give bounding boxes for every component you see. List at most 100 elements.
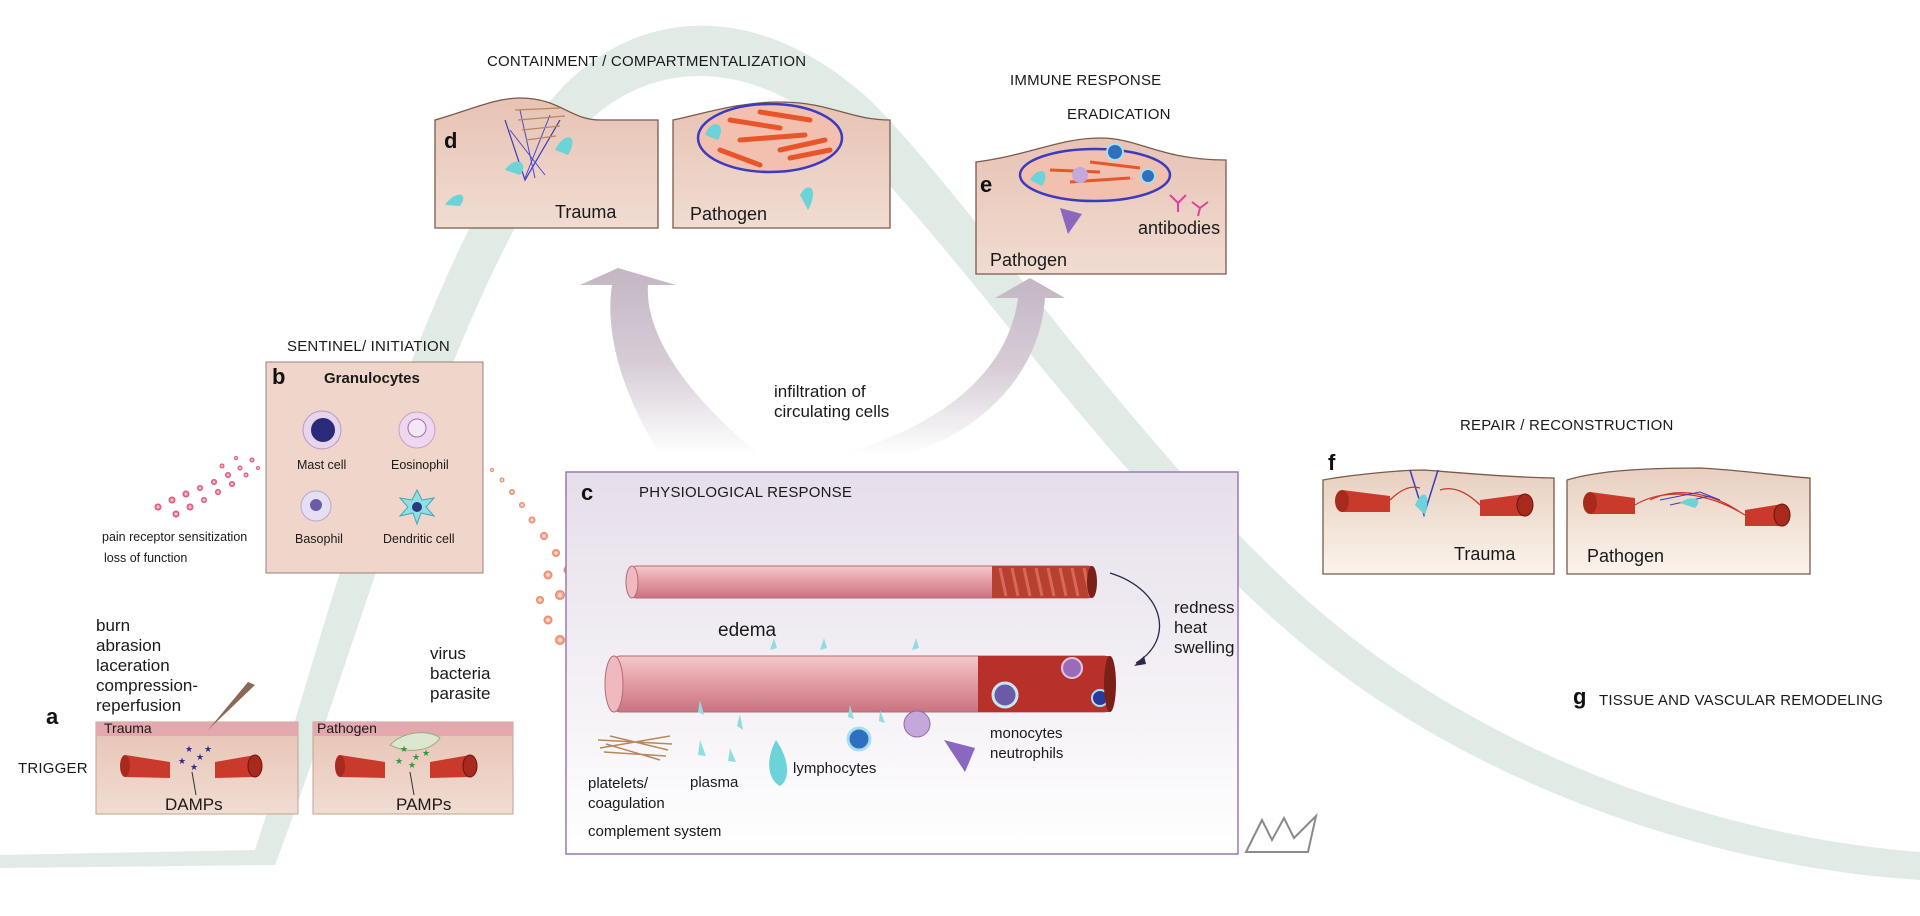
cyan-cells	[698, 638, 919, 762]
basophil-icon	[300, 490, 332, 522]
dendritic-cell-label: Dendritic cell	[383, 532, 455, 546]
vessel-upper	[625, 565, 1097, 599]
monocyte-icon	[903, 710, 931, 738]
repair-label: REPAIR / RECONSTRUCTION	[1460, 417, 1674, 434]
timeline-curve	[0, 25, 1920, 881]
progression-arrow	[1109, 572, 1161, 664]
sign-redness: redness	[1174, 598, 1235, 617]
infiltration-line-1: infiltration of	[774, 382, 866, 401]
svg-text:★: ★	[204, 744, 212, 754]
pain-sensitization-label: pain receptor sensitization	[102, 530, 248, 544]
plasma-label: plasma	[690, 774, 739, 791]
panel-b	[265, 361, 484, 574]
complement-label: complement system	[588, 823, 722, 840]
svg-text:★: ★	[408, 760, 416, 770]
dendritic-cell-icon	[398, 488, 436, 526]
svg-text:★: ★	[412, 752, 420, 762]
vessel-f-right	[1480, 493, 1534, 517]
vessel-f-left	[1335, 490, 1390, 512]
panel-a-letter: a	[46, 704, 59, 729]
eradication-label: ERADICATION	[1067, 106, 1171, 123]
panel-e	[975, 137, 1227, 275]
infiltration-label: infiltration of circulating cells	[774, 382, 889, 422]
pathogen-list: virus bacteria parasite	[430, 644, 490, 704]
platelets-label: platelets/ coagulation	[588, 774, 665, 814]
infiltration-line-2: circulating cells	[774, 402, 890, 421]
infiltration-arrow-left	[580, 268, 760, 455]
injury-compression: compression-	[96, 676, 199, 695]
pamps-label: PAMPs	[396, 795, 452, 814]
panel-d-letter: d	[444, 128, 458, 153]
svg-text:★: ★	[400, 744, 408, 754]
injury-list: burn abrasion laceration compression- re…	[96, 616, 198, 716]
panel-e-letter: e	[980, 172, 993, 197]
granulocytes-title: Granulocytes	[324, 370, 420, 387]
physiological-response-label: PHYSIOLOGICAL RESPONSE	[639, 484, 853, 501]
vessel-a-right	[215, 754, 263, 778]
damps-stars: ★★★ ★★	[178, 744, 212, 772]
svg-text:★: ★	[422, 748, 430, 758]
panel-g-letter: g	[1573, 684, 1587, 709]
panel-c-letter: c	[581, 480, 594, 505]
panel-e-antibodies-label: antibodies	[1138, 218, 1221, 238]
platelets-line-2: coagulation	[588, 795, 665, 812]
panel-b-letter: b	[272, 364, 286, 389]
svg-text:★: ★	[178, 756, 186, 766]
injury-burn: burn	[96, 616, 131, 635]
remodeling-label: TISSUE AND VASCULAR REMODELING	[1599, 692, 1884, 709]
loss-of-function-label: loss of function	[104, 551, 188, 565]
pathogen-virus: virus	[430, 644, 466, 663]
panel-a-pathogen-label: Pathogen	[317, 720, 377, 736]
sentinel-label: SENTINEL/ INITIATION	[287, 338, 450, 355]
vessel-a-left	[120, 755, 170, 778]
pathogen-bacteria: bacteria	[430, 664, 491, 683]
neutrophils-line: neutrophils	[990, 745, 1064, 762]
trigger-label: TRIGGER	[18, 760, 88, 777]
panel-d-pathogen-label: Pathogen	[690, 204, 768, 224]
trauma-clot	[514, 107, 566, 141]
logo-mark	[1244, 812, 1318, 853]
platelet-fibers-icon	[597, 735, 673, 761]
basophil-label: Basophil	[295, 532, 343, 546]
clinical-signs: redness heat swelling	[1174, 598, 1234, 658]
infiltration-arrow-right	[840, 278, 1065, 455]
panel-e-pathogen-label: Pathogen	[990, 250, 1068, 270]
pain-signal-dots	[154, 456, 260, 518]
mono-neutro-label: monocytes neutrophils	[990, 724, 1063, 764]
antibodies-icon	[1169, 194, 1209, 217]
eosinophil-icon	[398, 411, 436, 449]
sign-swelling: swelling	[1174, 638, 1235, 657]
pathogen-parasite: parasite	[430, 684, 491, 703]
eosinophil-label: Eosinophil	[391, 458, 449, 472]
panel-d-trauma-label: Trauma	[555, 202, 617, 222]
neutrophil-icon	[944, 740, 975, 772]
svg-text:★: ★	[196, 752, 204, 762]
injury-abrasion: abrasion	[96, 636, 162, 655]
mast-cell-label: Mast cell	[297, 458, 347, 472]
edema-label: edema	[718, 620, 777, 641]
mast-cell-icon	[302, 410, 342, 450]
pathogen-collagen	[717, 109, 833, 168]
panel-c	[565, 471, 1239, 855]
svg-text:★: ★	[190, 762, 198, 772]
damps-label: DAMPs	[165, 795, 223, 814]
sign-heat: heat	[1174, 618, 1208, 637]
lymphocyte-icon	[846, 726, 872, 752]
svg-text:★: ★	[395, 756, 403, 766]
panel-f-pathogen-label: Pathogen	[1587, 546, 1665, 566]
injury-reperfusion: reperfusion	[96, 696, 182, 715]
platelets-line-1: platelets/	[588, 775, 649, 792]
panel-f-letter: f	[1328, 450, 1336, 475]
plasma-droplet-icon	[769, 740, 788, 786]
lymphocytes-label: lymphocytes	[793, 760, 877, 777]
panel-a: ★★★ ★★ ★★★ ★★	[95, 682, 514, 815]
panel-f	[1322, 467, 1811, 575]
svg-text:★: ★	[185, 744, 193, 754]
panel-f-trauma-label: Trauma	[1454, 544, 1516, 564]
panel-d	[434, 97, 891, 229]
immune-response-label: IMMUNE RESPONSE	[1010, 72, 1162, 89]
injury-laceration: laceration	[96, 656, 170, 675]
monocytes-line: monocytes	[990, 725, 1063, 742]
vessel-lower	[604, 655, 1116, 713]
